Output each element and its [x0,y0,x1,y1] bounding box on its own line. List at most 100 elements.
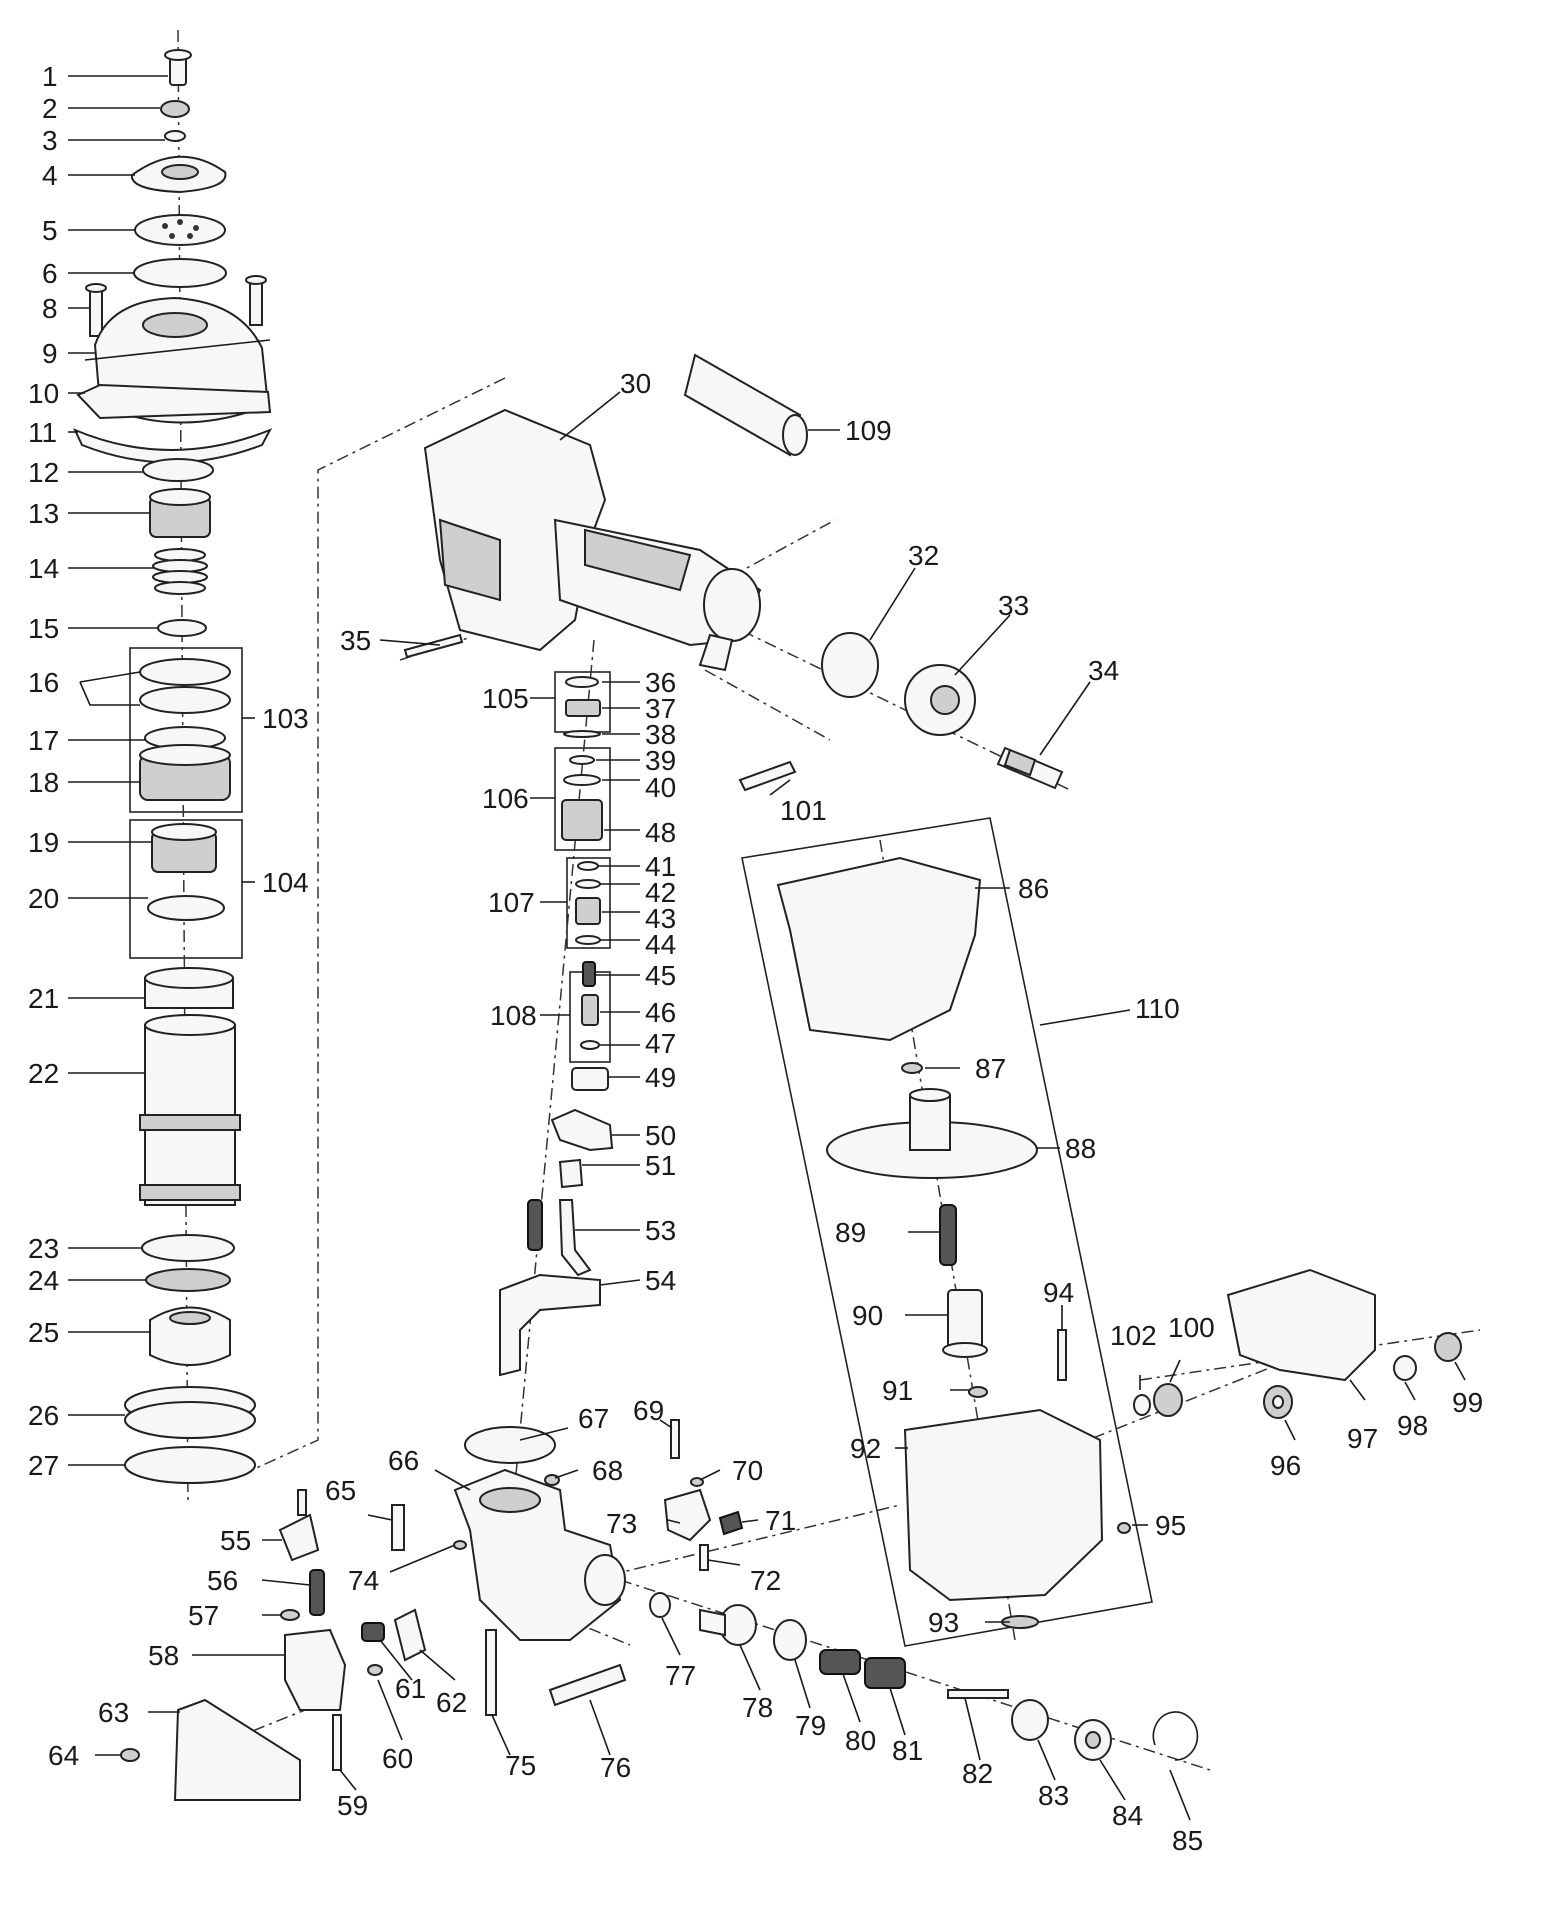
callout-104: 104 [262,867,309,898]
part-94-pin [1057,1329,1067,1381]
part-13-valve-cap [149,488,211,538]
callout-35: 35 [340,625,371,656]
part-89-spring [939,1204,957,1266]
part-37-cap [565,699,601,717]
part-65-bolt [391,1504,405,1551]
callout-80: 80 [845,1725,876,1756]
callout-69: 69 [633,1395,664,1426]
callout-53: 53 [645,1215,676,1246]
callout-86: 86 [1018,873,1049,904]
callout-81: 81 [892,1735,923,1766]
part-69-pin [670,1419,680,1459]
part-39-o-ring [569,755,595,765]
part-15-o-ring [157,619,207,637]
callout-1: 1 [42,61,58,92]
part-75-bolt [485,1629,497,1716]
callout-10: 10 [28,378,59,409]
callout-46: 46 [645,997,676,1028]
part-46-plunger [581,994,599,1026]
callout-62: 62 [436,1687,467,1718]
part-76-pin [548,1663,627,1707]
callout-68: 68 [592,1455,623,1486]
callout-108: 108 [490,1000,537,1031]
part-60-screw [367,1664,383,1676]
part-8-bolt-left [85,283,107,337]
callout-92: 92 [850,1433,881,1464]
callout-71: 71 [765,1505,796,1536]
callout-20: 20 [28,883,59,914]
part-18-valve-body [139,744,231,801]
callout-15: 15 [28,613,59,644]
part-45-spring [582,961,596,987]
callout-64: 64 [48,1740,79,1771]
part-87-screw [901,1062,923,1074]
callout-75: 75 [505,1750,536,1781]
part-73-latch [663,1488,712,1542]
callout-13: 13 [28,498,59,529]
part-66-nose-piece [453,1468,626,1641]
callout-47: 47 [645,1028,676,1059]
part-16-o-ring-upper [139,658,231,686]
part-95-nut [1117,1522,1131,1534]
callout-4: 4 [42,160,58,191]
part-10-bracket [76,383,272,420]
callout-90: 90 [852,1300,883,1331]
callout-107: 107 [488,887,535,918]
part-96-nut [1263,1385,1293,1419]
callout-51: 51 [645,1150,676,1181]
part-11-gasket [72,428,273,464]
part-44-o-ring [575,935,601,945]
callout-21: 21 [28,983,59,1014]
callout-109: 109 [845,415,892,446]
callout-70: 70 [732,1455,763,1486]
part-20-o-ring [147,895,225,921]
part-43-valve-stem [575,897,601,925]
part-4-cap [131,155,227,194]
callout-99: 99 [1452,1387,1483,1418]
callout-34: 34 [1088,655,1119,686]
callout-45: 45 [645,960,676,991]
assembly-box-107 [566,857,611,949]
part-27-o-ring [124,1446,256,1484]
callout-2: 2 [42,93,58,124]
callout-18: 18 [28,767,59,798]
part-102-washer [1133,1394,1151,1416]
part-99-nut [1434,1332,1462,1362]
callout-72: 72 [750,1565,781,1596]
part-23-o-ring [141,1234,235,1262]
part-3-washer [164,130,186,142]
callout-25: 25 [28,1317,59,1348]
callout-38: 38 [645,719,676,750]
callout-59: 59 [337,1790,368,1821]
part-88-canister-disc [826,1088,1038,1179]
part-1-screw [164,49,192,86]
callout-16: 16 [28,667,59,698]
callout-9: 9 [42,338,58,369]
part-54-contact-arm [499,1273,601,1377]
part-57-plug [280,1609,300,1621]
part-78-cap [699,1604,757,1646]
callout-84: 84 [1112,1800,1143,1831]
part-100-nut [1153,1383,1183,1417]
part-91-screw [968,1386,988,1398]
part-53-safety-lever [558,1199,592,1277]
callout-63: 63 [98,1697,129,1728]
callout-labels: 1 2 3 4 5 6 8 9 10 11 12 13 14 15 16 17 … [28,61,1483,1856]
part-67-o-ring [464,1426,556,1464]
assembly-box-103 [129,647,243,813]
part-24-seal [145,1268,231,1292]
part-12-seal [142,458,214,482]
callout-77: 77 [665,1660,696,1691]
part-42-o-ring [575,879,601,889]
callout-76: 76 [600,1752,631,1783]
part-32-o-ring [821,632,879,698]
part-63-guide [173,1698,301,1801]
part-38-washer [563,730,601,738]
callout-42: 42 [645,877,676,908]
callout-82: 82 [962,1758,993,1789]
part-30-housing [423,408,762,672]
part-59-pin [332,1714,342,1771]
callout-23: 23 [28,1233,59,1264]
callout-11: 11 [28,417,57,448]
part-74-washer [453,1540,467,1550]
